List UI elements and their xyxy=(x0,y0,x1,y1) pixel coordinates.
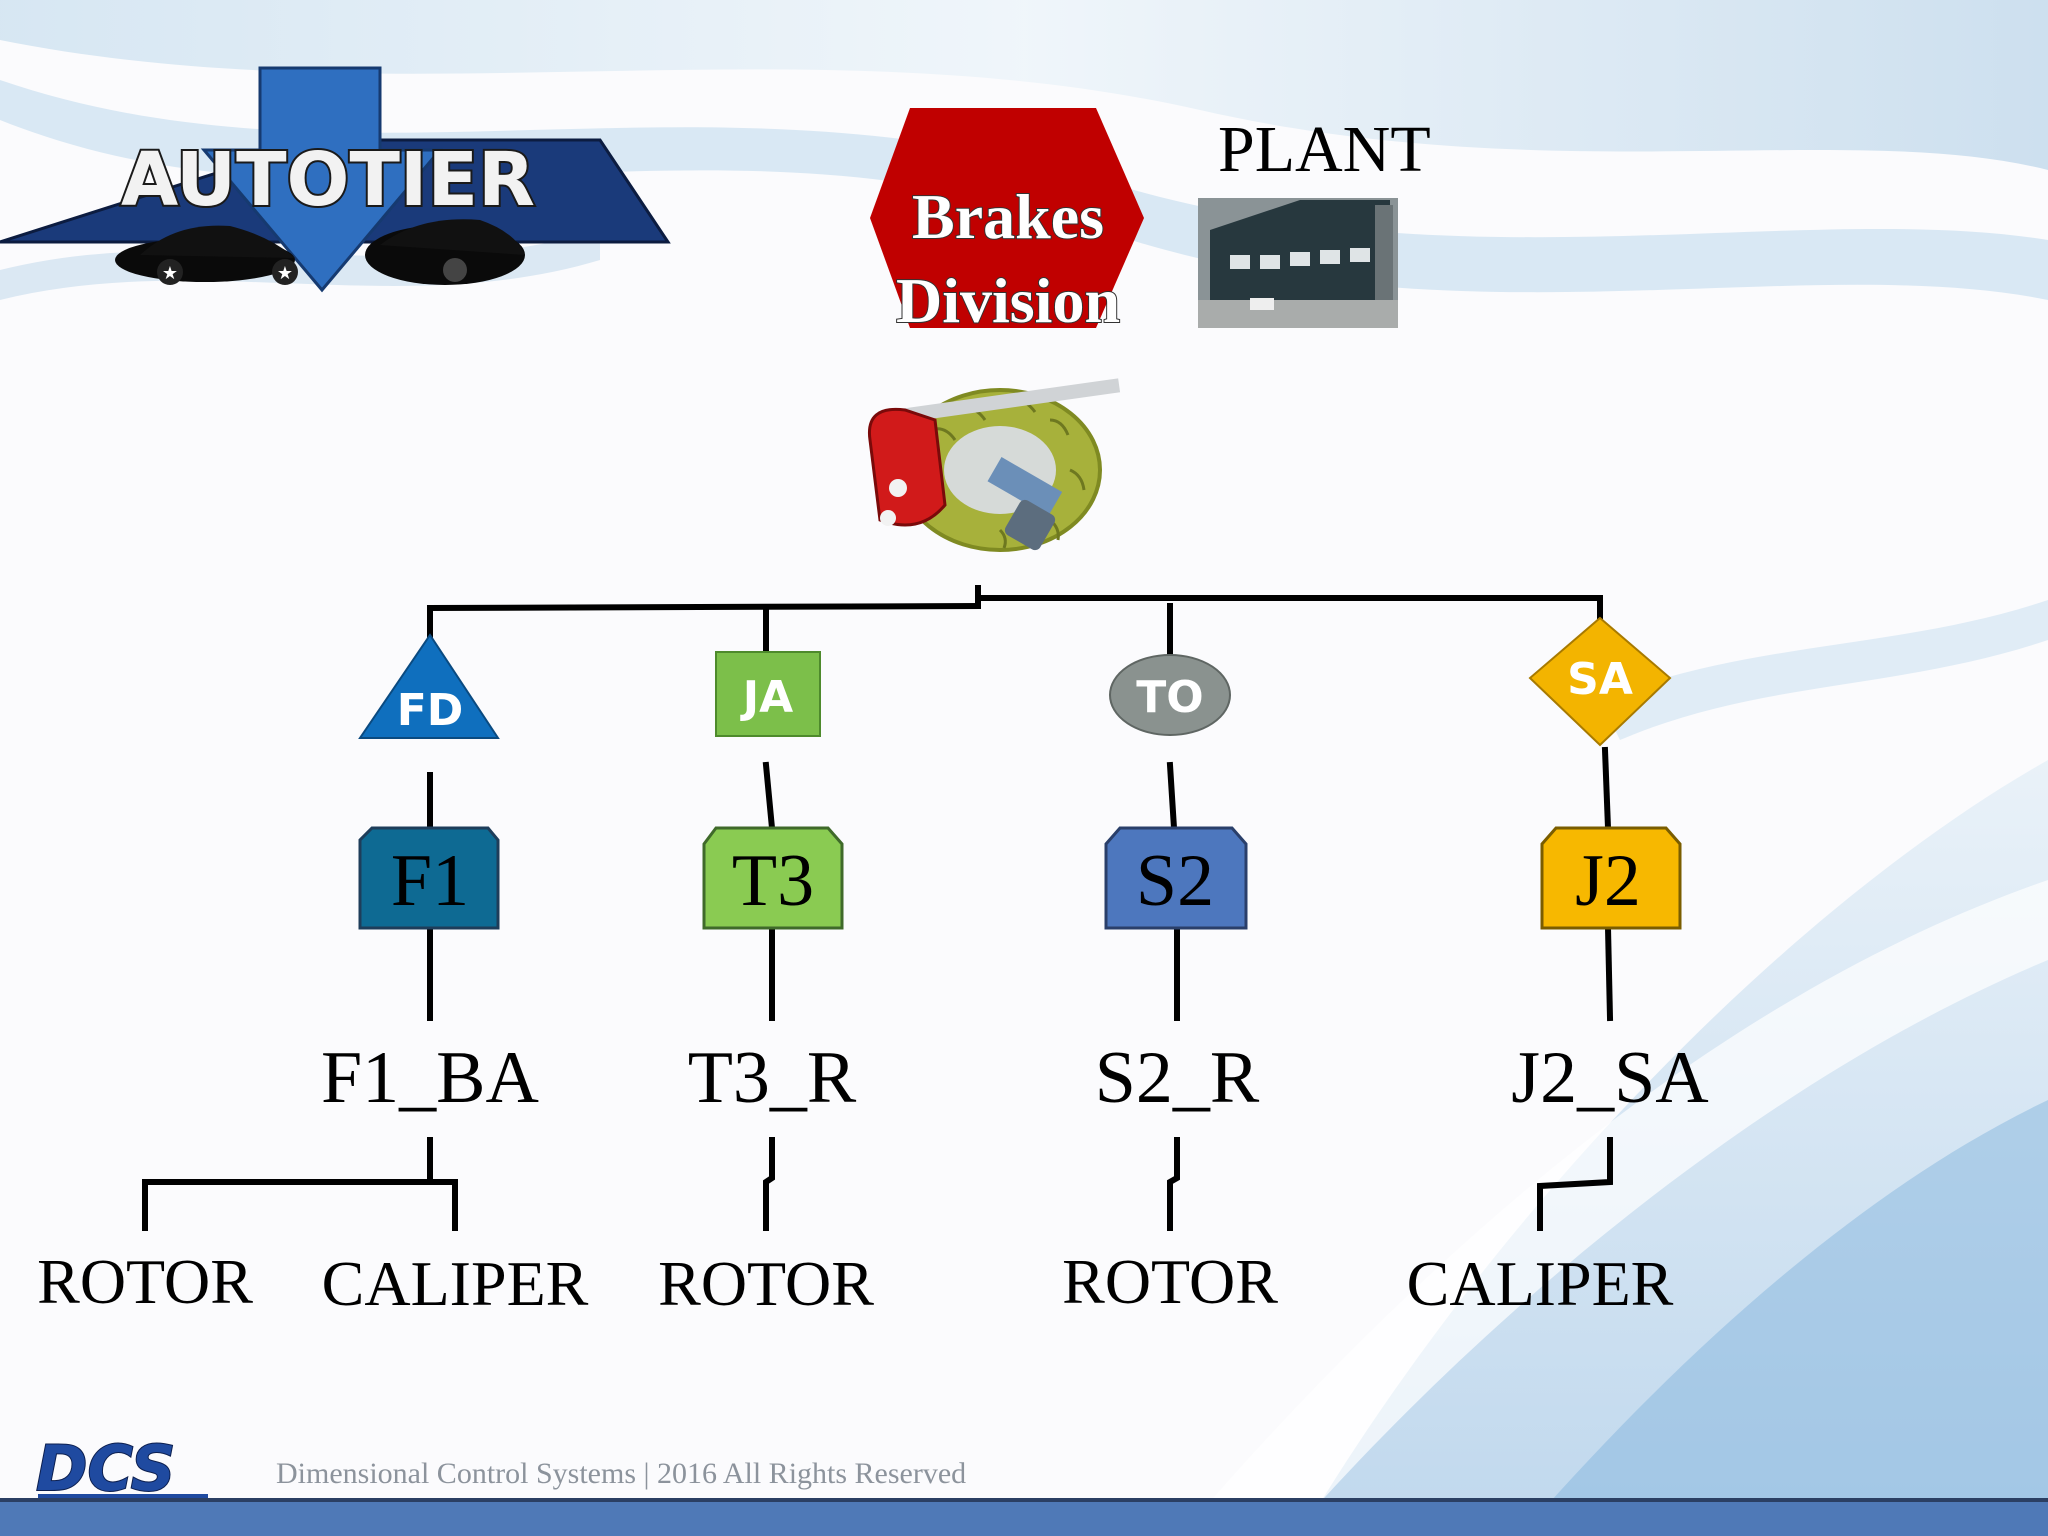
assembly-t3-r: T3_R xyxy=(687,1037,857,1119)
part-t3-label: T3 xyxy=(732,840,814,922)
component-caliper-f1: CALIPER xyxy=(321,1248,589,1319)
component-caliper-j2: CALIPER xyxy=(1406,1248,1674,1319)
component-rotor-s2: ROTOR xyxy=(1062,1246,1278,1317)
component-rotor-t3: ROTOR xyxy=(658,1248,874,1319)
part-s2-label: S2 xyxy=(1136,840,1214,922)
footer-bar xyxy=(0,1498,2048,1536)
autotier-logo-text: AUTOTIER xyxy=(121,137,535,223)
supplier-fd-label: FD xyxy=(397,685,464,736)
part-s2: S2 xyxy=(1104,826,1248,930)
part-f1-label: F1 xyxy=(391,840,469,922)
assembly-j2-sa: J2_SA xyxy=(1511,1037,1709,1119)
dcs-logo-text: DCS xyxy=(36,1432,175,1505)
assembly-s2-r: S2_R xyxy=(1094,1037,1260,1119)
plant-title: PLANT xyxy=(1218,113,1431,186)
svg-text:★: ★ xyxy=(277,263,293,284)
supplier-sa-label: SA xyxy=(1567,654,1633,705)
footer-copyright: Dimensional Control Systems | 2016 All R… xyxy=(276,1457,967,1490)
part-f1: F1 xyxy=(358,826,500,930)
supplier-to-label: TO xyxy=(1136,672,1203,723)
division-line2: Division xyxy=(896,265,1120,336)
supplier-to: TO xyxy=(1109,654,1231,736)
supplier-fd: FD xyxy=(358,633,500,739)
division-line1: Brakes xyxy=(912,181,1104,252)
svg-text:★: ★ xyxy=(162,263,178,284)
part-j2-label: J2 xyxy=(1575,840,1641,922)
assembly-f1-ba: F1_BA xyxy=(321,1037,539,1119)
part-j2: J2 xyxy=(1540,826,1682,930)
supplier-sa: SA xyxy=(1528,616,1672,747)
part-t3: T3 xyxy=(702,826,844,930)
supplier-ja-label: JA xyxy=(740,672,793,723)
component-rotor-f1: ROTOR xyxy=(37,1246,253,1317)
supplier-ja: JA xyxy=(715,651,821,737)
